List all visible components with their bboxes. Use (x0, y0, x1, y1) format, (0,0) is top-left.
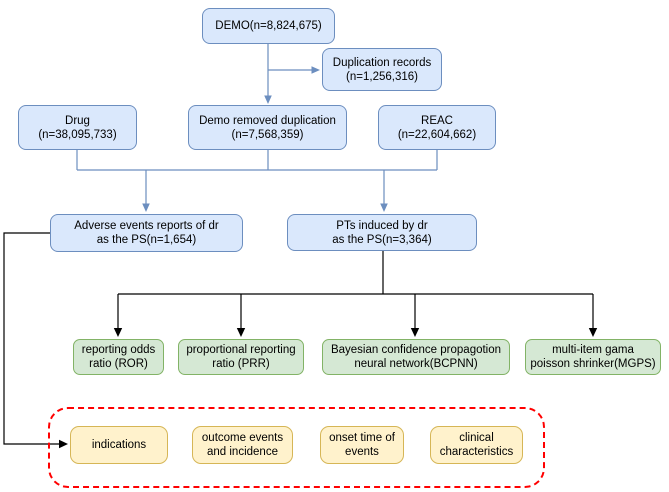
node-ror: reporting odds ratio (ROR) (73, 339, 164, 375)
node-clinical-characteristics: clinical characteristics (430, 426, 523, 464)
node-mgps: multi-item gama poisson shrinker(MGPS) (525, 339, 661, 375)
node-outcome-events: outcome events and incidence (192, 426, 293, 464)
connector-pts-to-methods (113, 251, 598, 337)
connector-adverse-to-indications (3, 232, 68, 449)
node-indications: indications (70, 426, 168, 464)
node-reac: REAC (n=22,604,662) (378, 105, 496, 150)
node-prr: proportional reporting ratio (PRR) (178, 339, 304, 375)
node-duplication-records: Duplication records (n=1,256,316) (322, 48, 442, 91)
node-bcpnn: Bayesian confidence propagotion neural n… (322, 339, 510, 375)
node-pts-induced: PTs induced by dr as the PS(n=3,364) (287, 214, 477, 251)
analysis-frame (48, 407, 545, 488)
connector-merge-row2 (76, 150, 438, 171)
node-drug: Drug (n=38,095,733) (18, 105, 137, 150)
connector-demo-to-dedup (264, 44, 272, 104)
node-demo-removed-duplication: Demo removed duplication (n=7,568,359) (188, 105, 347, 150)
node-onset-time: onset time of events (320, 426, 404, 464)
connector-to-adverse-events (142, 170, 150, 212)
connector-to-pts (380, 170, 388, 212)
node-demo: DEMO(n=8,824,675) (202, 8, 335, 44)
node-adverse-events-reports: Adverse events reports of dr as the PS(n… (50, 214, 243, 252)
connector-demo-to-duplication (268, 66, 320, 74)
